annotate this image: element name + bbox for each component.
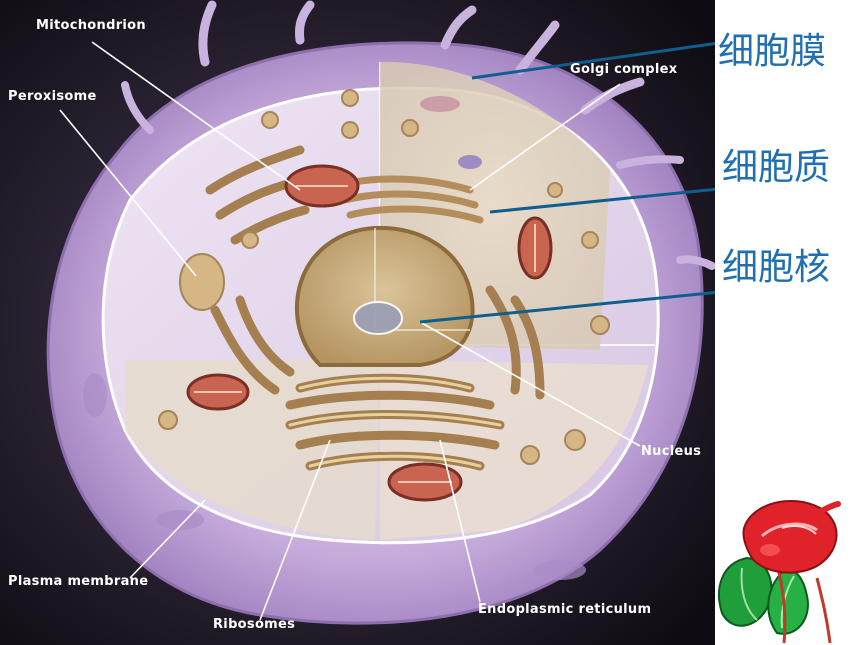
label-cell-membrane-cn: 细胞膜 (718, 31, 827, 72)
label-endoplasmic-reticulum: Endoplasmic reticulum (478, 602, 652, 617)
label-golgi-complex: Golgi complex (570, 62, 678, 77)
nucleus-shape (295, 225, 475, 367)
label-peroxisome: Peroxisome (8, 89, 97, 104)
cell-illustration (0, 0, 715, 645)
callout-lines (59, 41, 641, 621)
mitochondria-cristae (194, 185, 536, 483)
label-nucleus: Nucleus (641, 444, 702, 459)
label-nucleus-cn: 细胞核 (722, 247, 831, 288)
label-ribosomes: Ribosomes (213, 617, 296, 632)
vesicle-shapes (158, 89, 610, 465)
lysosome-shapes (420, 96, 482, 169)
anthurium-flower-icon (718, 499, 841, 644)
chinese-pointer-lines (419, 42, 715, 324)
label-cytoplasm-cn: 细胞质 (722, 147, 831, 188)
label-mitochondrion: Mitochondrion (36, 18, 146, 33)
er-highlight (288, 376, 502, 468)
label-plasma-membrane: Plasma membrane (8, 574, 149, 589)
